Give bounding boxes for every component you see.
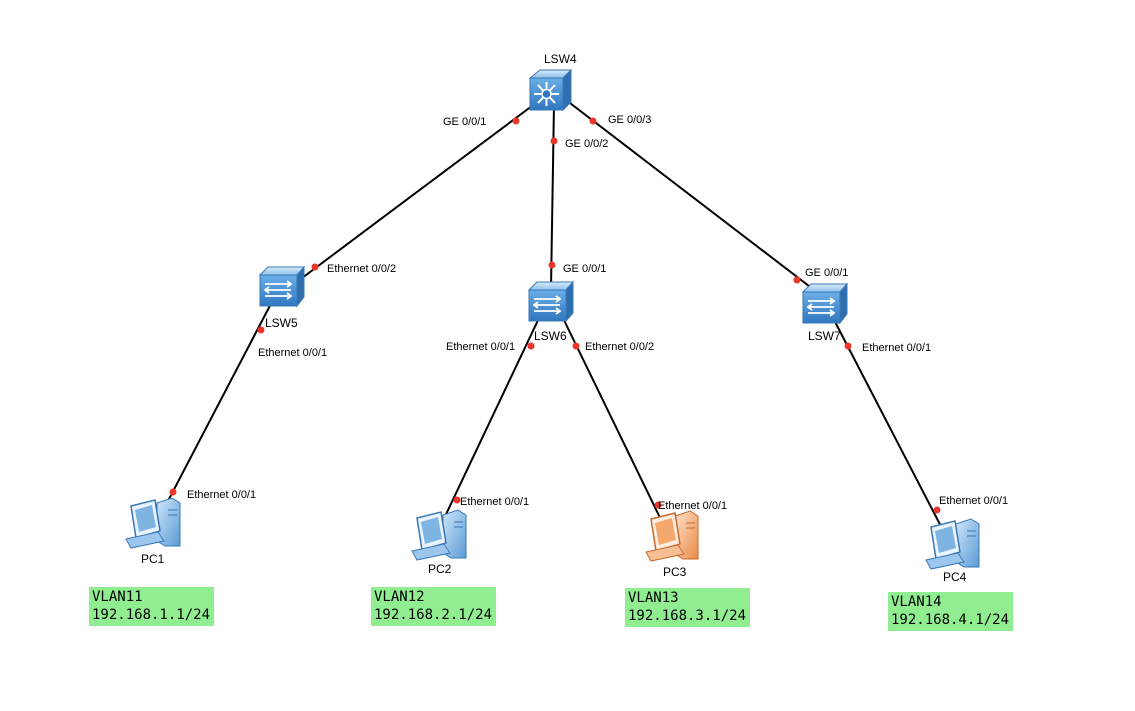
vlan-name: VLAN11	[92, 589, 143, 605]
pc-icon-pc1[interactable]	[125, 497, 181, 549]
link-lsw4-lsw6[interactable]	[550, 103, 555, 289]
pc-icon-pc4[interactable]	[925, 518, 980, 570]
link-lsw7-pc4[interactable]	[831, 315, 947, 537]
device-label-lsw4: LSW4	[544, 52, 577, 66]
port-dot-lsw4-g1[interactable]	[512, 117, 520, 125]
pc-icon-pc3[interactable]	[645, 510, 699, 562]
port-label-lsw5-e1: Ethernet 0/0/1	[258, 347, 327, 359]
link-lsw5-pc1[interactable]	[156, 295, 276, 523]
switch-icon-lsw5[interactable]	[258, 265, 306, 308]
vlan-name: VLAN13	[628, 590, 679, 606]
port-dot-lsw7-e1[interactable]	[844, 342, 852, 350]
vlan-note-pc3: VLAN13 192.168.3.1/24	[625, 588, 751, 627]
port-label-lsw7-g1: GE 0/0/1	[805, 267, 848, 279]
port-label-lsw7-e1: Ethernet 0/0/1	[862, 342, 931, 354]
port-label-lsw6-e2: Ethernet 0/0/2	[585, 341, 654, 353]
port-dot-lsw5-e2[interactable]	[311, 263, 319, 271]
link-lsw4-lsw5[interactable]	[289, 99, 541, 288]
device-label-pc2: PC2	[428, 562, 452, 576]
port-label-pc1-e1: Ethernet 0/0/1	[187, 489, 256, 501]
links	[156, 99, 947, 537]
device-label-lsw6: LSW6	[534, 329, 567, 343]
port-dots	[169, 117, 941, 514]
port-dot-pc2-e1[interactable]	[453, 496, 461, 504]
port-dot-lsw7-g1[interactable]	[793, 276, 801, 284]
port-dot-lsw6-g1[interactable]	[548, 261, 556, 269]
link-lsw6-pc2[interactable]	[439, 315, 541, 528]
port-label-lsw4-g1: GE 0/0/1	[443, 116, 486, 128]
device-label-pc1: PC1	[141, 552, 165, 566]
device-label-pc3: PC3	[663, 565, 687, 579]
port-dot-pc4-e1[interactable]	[933, 506, 941, 514]
vlan-note-pc1: VLAN11 192.168.1.1/24	[89, 587, 215, 626]
port-dot-pc3-e1[interactable]	[654, 501, 662, 509]
port-label-lsw4-g3: GE 0/0/3	[608, 114, 651, 126]
link-lsw4-lsw7[interactable]	[565, 99, 823, 297]
port-label-lsw6-e1: Ethernet 0/0/1	[446, 341, 515, 353]
vlan-ip: 192.168.4.1/24	[891, 612, 1010, 628]
vlan-note-pc4: VLAN14 192.168.4.1/24	[888, 592, 1014, 631]
port-dot-lsw6-e2[interactable]	[572, 342, 580, 350]
port-dot-pc1-e1[interactable]	[169, 488, 177, 496]
vlan-ip: 192.168.1.1/24	[92, 607, 211, 623]
port-dot-lsw4-g3[interactable]	[589, 117, 597, 125]
device-label-lsw7: LSW7	[808, 329, 841, 343]
port-dot-lsw4-g2[interactable]	[550, 137, 558, 145]
vlan-name: VLAN12	[374, 589, 425, 605]
link-lsw6-pc3[interactable]	[561, 315, 666, 529]
pc-icon-pc2[interactable]	[411, 509, 467, 561]
port-dot-lsw5-e1[interactable]	[257, 326, 265, 334]
port-label-lsw5-e2: Ethernet 0/0/2	[327, 263, 396, 275]
port-label-lsw4-g2: GE 0/0/2	[565, 138, 608, 150]
switch-icon-lsw4[interactable]	[528, 68, 573, 112]
switch-icon-lsw6[interactable]	[527, 280, 575, 323]
port-dot-lsw6-e1[interactable]	[527, 342, 535, 350]
device-label-pc4: PC4	[943, 570, 967, 584]
vlan-name: VLAN14	[891, 594, 942, 610]
port-label-pc4-e1: Ethernet 0/0/1	[939, 495, 1008, 507]
port-label-lsw6-g1: GE 0/0/1	[563, 263, 606, 275]
device-label-lsw5: LSW5	[265, 316, 298, 330]
switch-icon-lsw7[interactable]	[801, 282, 849, 325]
port-label-pc2-e1: Ethernet 0/0/1	[460, 496, 529, 508]
vlan-ip: 192.168.3.1/24	[628, 608, 747, 624]
vlan-ip: 192.168.2.1/24	[374, 607, 493, 623]
vlan-note-pc2: VLAN12 192.168.2.1/24	[371, 587, 497, 626]
port-label-pc3-e1: Ethernet 0/0/1	[658, 500, 727, 512]
